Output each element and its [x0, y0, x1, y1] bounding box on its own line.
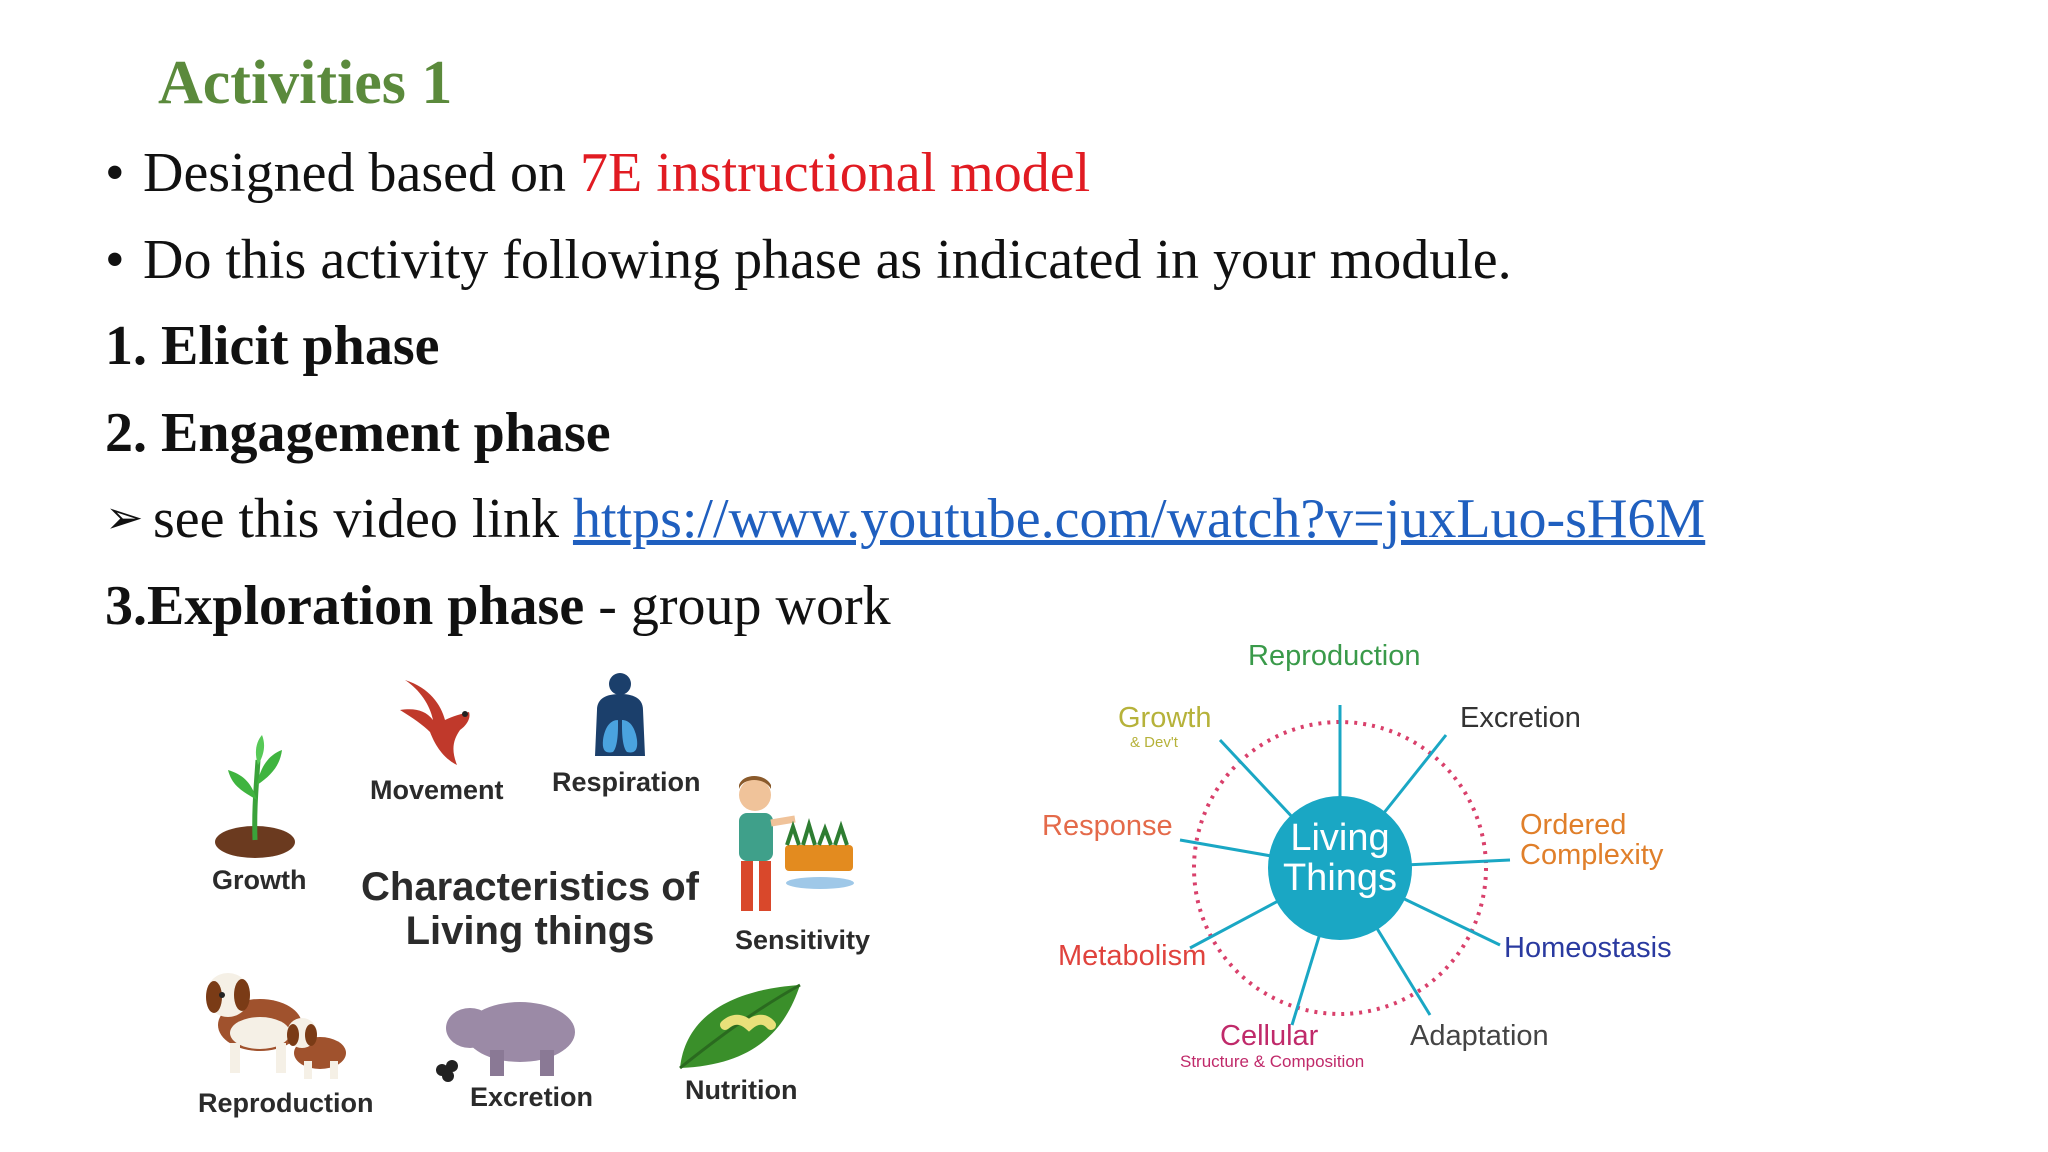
- dogs-icon: [206, 973, 346, 1079]
- bullet-instructions: • Do this activity following phase as ind…: [105, 232, 1512, 288]
- hippo-icon: [436, 1002, 575, 1082]
- bullet-instructions-text: Do this activity following phase as indi…: [143, 229, 1512, 291]
- bullet-marker: •: [105, 229, 125, 291]
- respiration-label: Respiration: [552, 767, 701, 797]
- movement-label: Movement: [370, 775, 504, 805]
- center-label-line2: Things: [1282, 857, 1398, 899]
- sensitivity-label: Sensitivity: [735, 925, 871, 955]
- diagram-adaptation-label: Adaptation: [1410, 1020, 1549, 1052]
- diagram-response-label: Response: [1042, 810, 1173, 842]
- diagram-metabolism-label: Metabolism: [1058, 940, 1207, 972]
- diagram-cellular-sub: Structure & Composition: [1180, 1052, 1365, 1071]
- step-engagement: 2. Engagement phase: [105, 402, 611, 464]
- diagram-growth-label: Growth: [1118, 702, 1212, 734]
- lungs-icon: [595, 673, 645, 756]
- diagram-ordered-line2: Complexity: [1520, 839, 1664, 871]
- slide-title: Activities 1: [158, 49, 453, 117]
- step-exploration: 3.Exploration phase - group work: [105, 578, 891, 634]
- center-circle: [1268, 796, 1412, 940]
- diagram-homeostasis-label: Homeostasis: [1504, 932, 1672, 964]
- bullet-design-text: Designed based on: [143, 142, 581, 204]
- bullet-design: • Designed based on 7E instructional mode…: [105, 145, 1090, 201]
- characteristics-heading-line1: Characteristics of: [361, 865, 699, 909]
- leaf-caterpillar-icon: [679, 983, 801, 1070]
- diagram-growth-sub: & Dev't: [1130, 734, 1178, 751]
- living-things-diagram: Living Things Reproduction Growth & Dev'…: [1030, 630, 1690, 1100]
- nutrition-label: Nutrition: [685, 1075, 798, 1105]
- center-label: Living Things: [1268, 818, 1412, 898]
- plant-icon: [215, 735, 295, 858]
- step-elicit: 1. Elicit phase: [105, 315, 440, 377]
- diagram-cellular-label: Cellular: [1220, 1020, 1319, 1052]
- arrow-bullet-icon: ➢: [105, 490, 144, 544]
- center-label-line1: Living: [1290, 817, 1390, 859]
- dotted-ring: [1192, 720, 1488, 1016]
- growth-label: Growth: [212, 865, 307, 895]
- diagram-graphic: [1179, 705, 1511, 1026]
- step-exploration-label: 3.Exploration phase: [105, 575, 585, 637]
- bird-icon: [400, 680, 470, 765]
- model-highlight: 7E instructional model: [580, 142, 1091, 204]
- characteristics-figure: Growth Movement Respiration Characterist…: [180, 660, 900, 1130]
- diagram-excretion-label: Excretion: [1460, 702, 1581, 734]
- characteristics-heading: Characteristics of Living things: [350, 865, 710, 953]
- reproduction-label: Reproduction: [198, 1088, 374, 1118]
- excretion-label: Excretion: [470, 1082, 594, 1112]
- diagram-ordered-line1: Ordered: [1520, 809, 1627, 841]
- diagram-ordered-label: Ordered Complexity: [1520, 810, 1663, 870]
- step-exploration-suffix: - group work: [584, 575, 891, 637]
- bullet-marker: •: [105, 142, 125, 204]
- diagram-reproduction-label: Reproduction: [1248, 640, 1421, 672]
- characteristics-heading-line2: Living things: [405, 909, 655, 953]
- person-touching-plant-icon: [739, 776, 854, 911]
- youtube-link[interactable]: https://www.youtube.com/watch?v=juxLuo-s…: [572, 488, 1706, 550]
- video-link-label: see this video link: [153, 488, 559, 550]
